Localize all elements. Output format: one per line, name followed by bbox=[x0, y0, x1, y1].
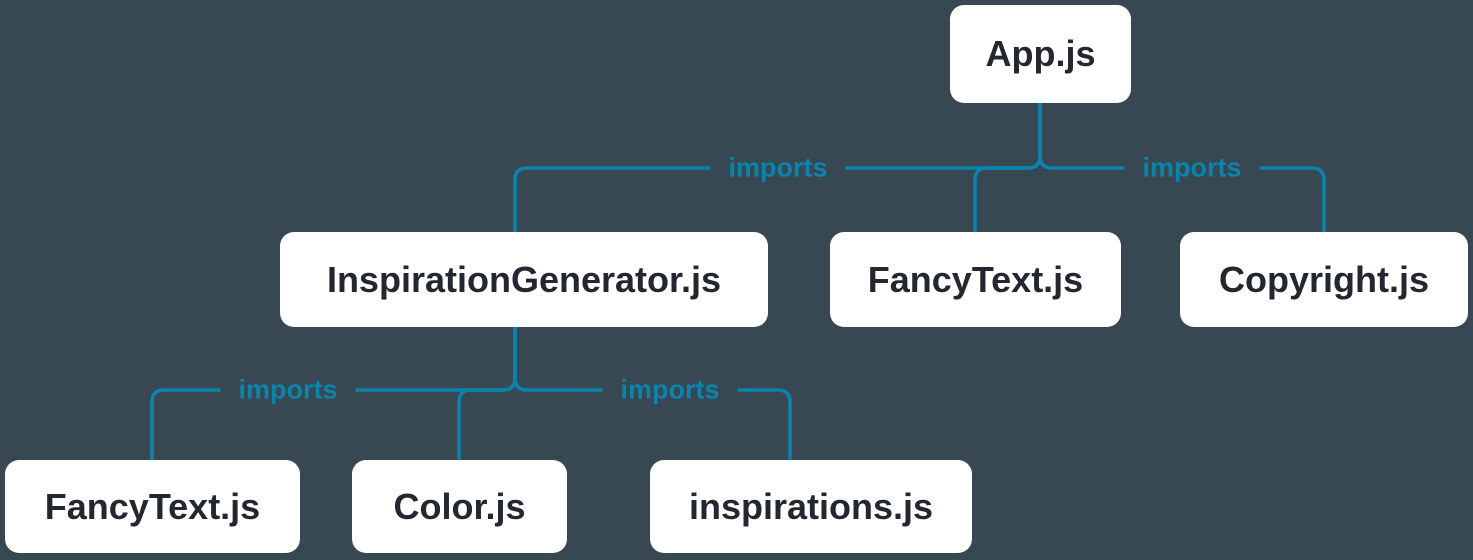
edge-inspirationgenerator-to-color bbox=[457, 376, 517, 462]
edge-app-to-fancytext bbox=[973, 154, 1042, 234]
node-inspirations-js: inspirations.js bbox=[650, 460, 972, 553]
edge-label-imports: imports bbox=[602, 372, 738, 408]
node-inspirationgenerator-js: InspirationGenerator.js bbox=[280, 232, 768, 327]
edge-label-imports: imports bbox=[220, 372, 356, 408]
node-copyright-js: Copyright.js bbox=[1180, 232, 1468, 327]
node-fancytext-js-child: FancyText.js bbox=[5, 460, 300, 553]
node-app-js: App.js bbox=[950, 5, 1131, 103]
edge-label-imports: imports bbox=[1124, 150, 1260, 186]
node-color-js: Color.js bbox=[352, 460, 567, 553]
edge-label-imports: imports bbox=[710, 150, 846, 186]
node-fancytext-js: FancyText.js bbox=[830, 232, 1121, 327]
